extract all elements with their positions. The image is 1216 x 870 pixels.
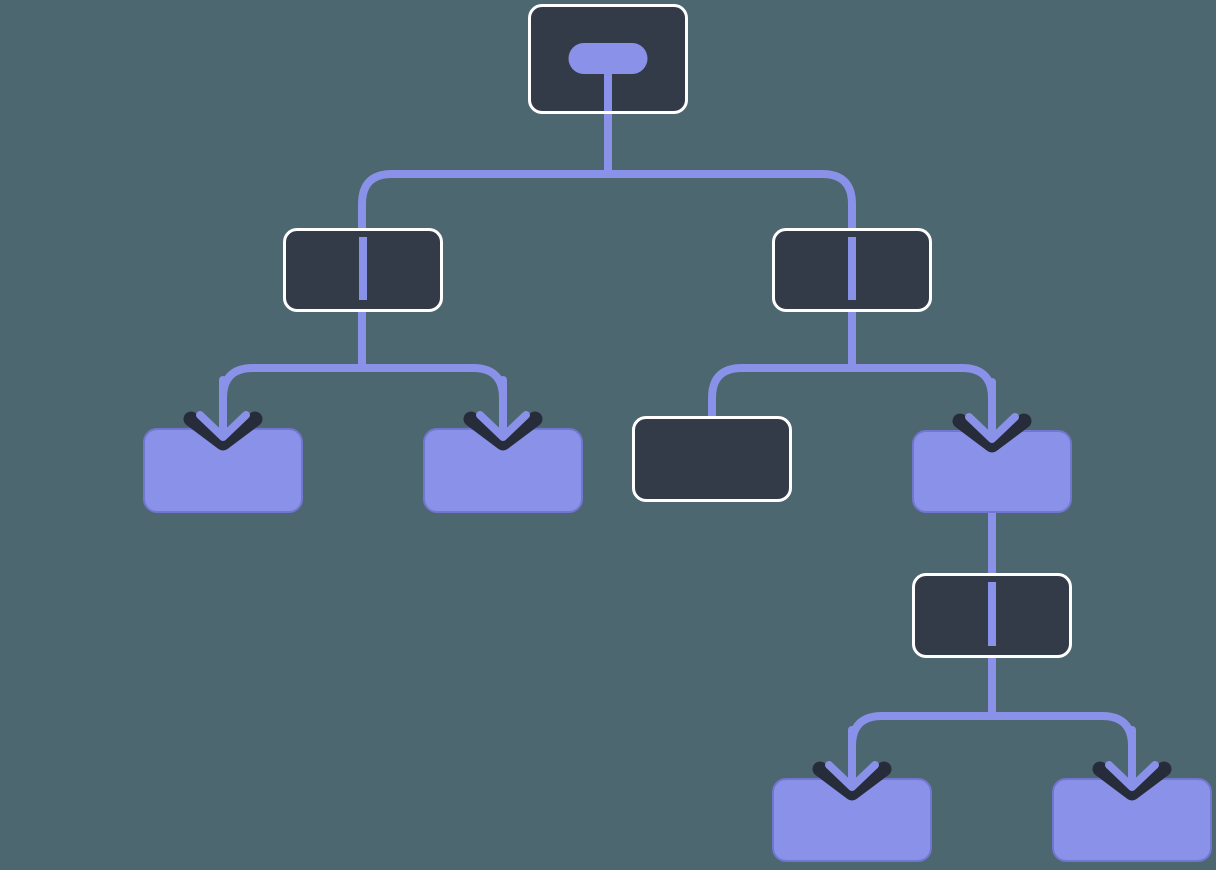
node-branch-right[interactable] [772, 228, 932, 312]
pill-shape [568, 43, 648, 74]
node-leaf-left-1[interactable] [143, 428, 303, 513]
passthrough-line [988, 582, 996, 646]
node-leaf-bottom-1[interactable] [772, 778, 932, 862]
pill-stem [604, 67, 612, 111]
connector-branch [608, 170, 856, 232]
passthrough-line [848, 237, 856, 300]
node-leaf-left-2[interactable] [423, 428, 583, 513]
node-plain-right[interactable] [632, 416, 792, 502]
connector-branch [358, 170, 608, 232]
node-branch-left[interactable] [283, 228, 443, 312]
connector-branch [708, 364, 852, 420]
node-branch-right-sub[interactable] [912, 573, 1072, 658]
node-leaf-bottom-2[interactable] [1052, 778, 1212, 862]
node-root[interactable] [528, 4, 688, 114]
passthrough-line [359, 237, 367, 300]
node-leaf-right-1[interactable] [912, 430, 1072, 513]
